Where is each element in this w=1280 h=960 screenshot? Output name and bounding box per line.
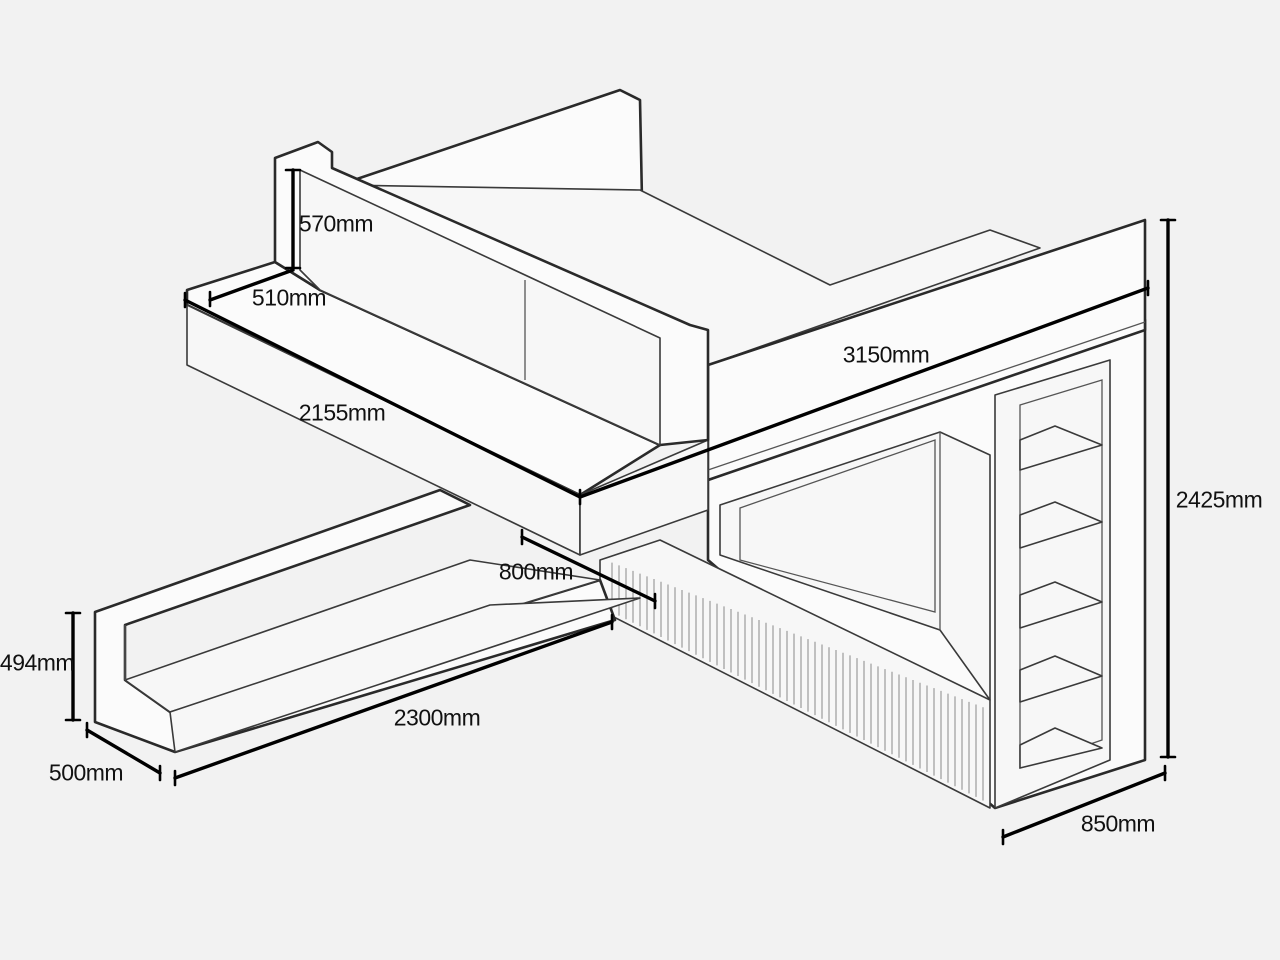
dim-label-desk-height: 570mm: [298, 210, 374, 237]
dim-label-lower-length: 2300mm: [393, 704, 481, 731]
shelves: [1019, 425, 1103, 769]
dim-line-850: [1001, 771, 1167, 839]
dim-line-2155: [183, 298, 582, 499]
lower-desk: [93, 488, 641, 754]
slat-lines: [611, 562, 984, 801]
dim-label-overall-height: 2425mm: [1175, 486, 1263, 513]
dim-line-3150: [578, 286, 1150, 499]
dim-label-bed-width: 850mm: [1080, 810, 1156, 837]
dim-line-510: [208, 268, 295, 302]
dim-line-800: [520, 535, 657, 603]
dim-label-gap-width: 800mm: [498, 558, 574, 585]
dim-label-desk-depth: 510mm: [251, 284, 327, 311]
dim-label-desk-length: 2155mm: [298, 399, 386, 426]
dim-line-500: [85, 728, 162, 775]
bed-platform: [185, 88, 1147, 556]
dimension-lines: [64, 168, 1177, 846]
dim-label-lower-height: 494mm: [0, 649, 75, 676]
dim-label-bed-length: 3150mm: [842, 341, 930, 368]
dim-label-lower-depth: 500mm: [48, 759, 124, 786]
dim-line-2300: [173, 620, 614, 780]
